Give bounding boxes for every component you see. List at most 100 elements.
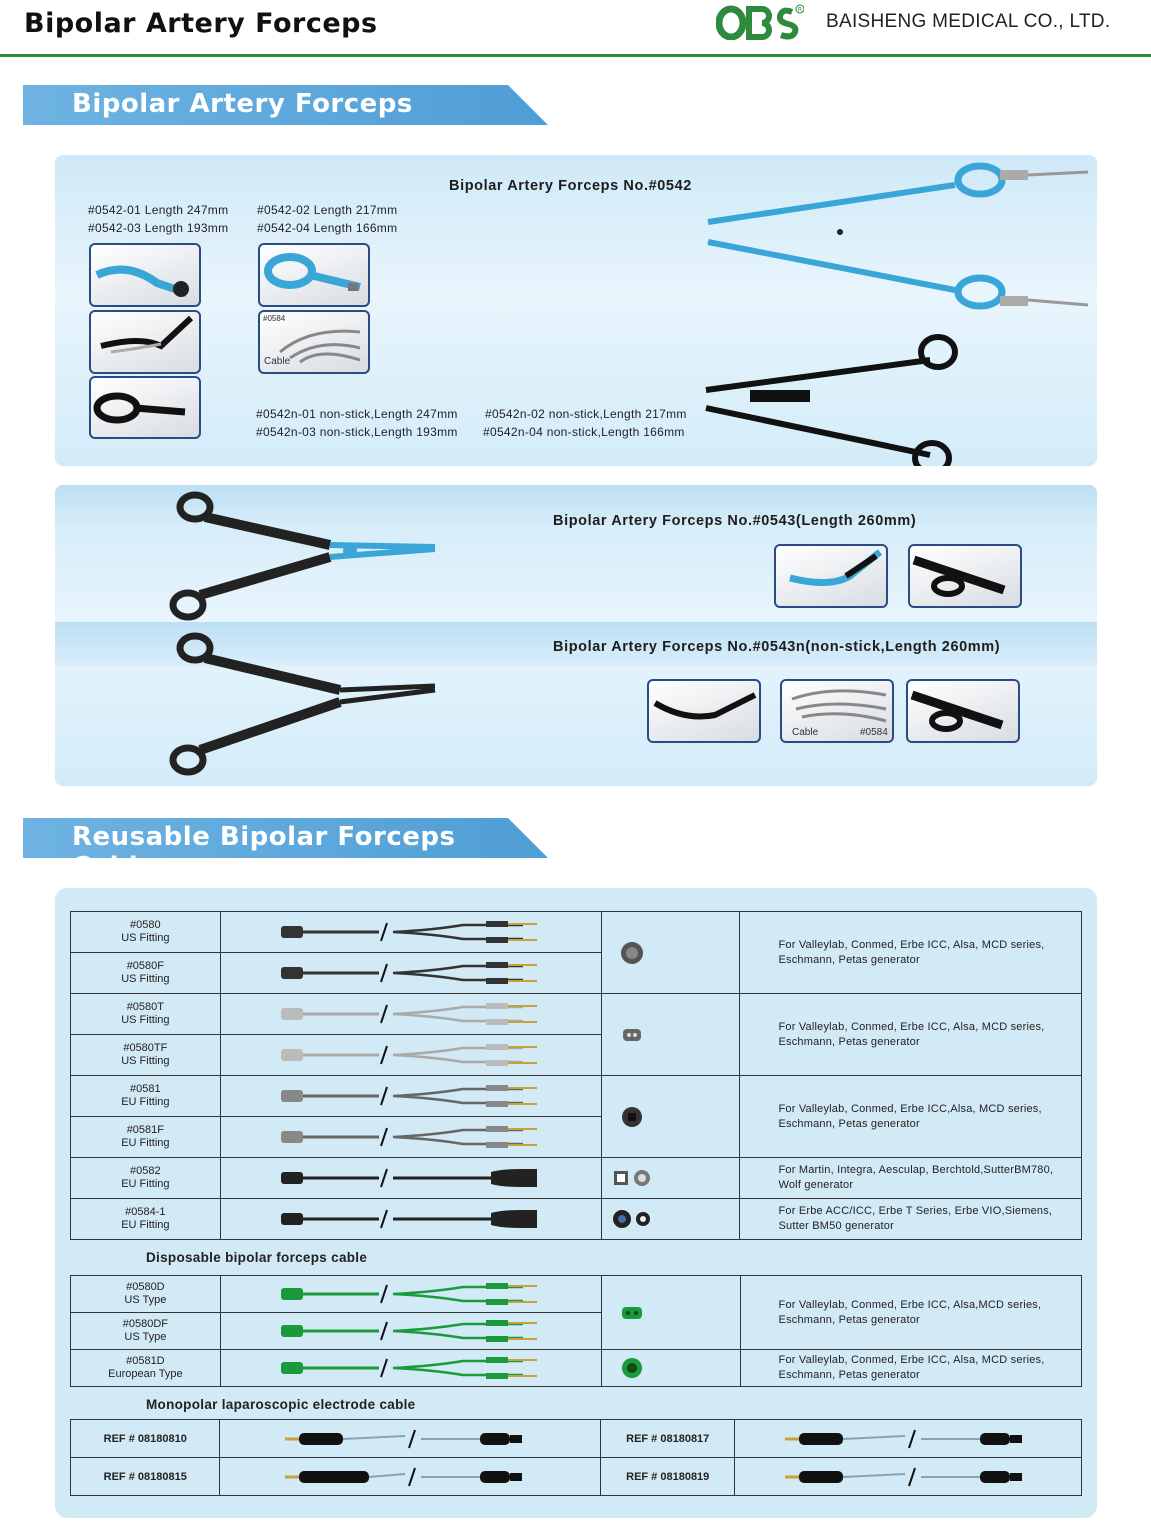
cable-fitting-type: European Type: [108, 1368, 183, 1380]
cable-caption-0543n: Cable: [792, 727, 819, 738]
compatibility-line: For Valleylab, Conmed, Erbe ICC, Alsa, M…: [778, 1354, 1045, 1366]
socket-icon: [622, 1028, 641, 1041]
cable-fitting-type: US Type: [124, 1294, 167, 1306]
thumb-0543n-cable: Cable #0584: [780, 679, 894, 743]
cable-fitting-type: US Type: [124, 1331, 167, 1343]
thumb-0543-tip: [774, 544, 888, 608]
spec-0542n-03: #0542n-03 non-stick,Length 193mm: [256, 425, 458, 439]
monopolar-heading: Monopolar laparoscopic electrode cable: [146, 1397, 416, 1412]
cable-fitting-type: US Fitting: [121, 1014, 170, 1026]
mono-cable-image: [219, 1419, 602, 1458]
section-banner-forceps: Bipolar Artery Forceps: [23, 85, 548, 125]
header-divider: [0, 54, 1151, 57]
cable-fitting-type: EU Fitting: [121, 1137, 170, 1149]
cable-illustration: [280, 962, 537, 984]
mono-ref-cell: REF # 08180819: [600, 1457, 735, 1496]
thumb-cable-0584: #0584 Cable: [258, 310, 370, 374]
cable-code: #0584-1: [125, 1206, 166, 1218]
cable-code: #0580T: [126, 1001, 164, 1013]
forceps-0543-illustration: [169, 491, 436, 621]
cable-code: #0580F: [126, 960, 164, 972]
compatibility-line: For Erbe ACC/ICC, Erbe T Series, Erbe VI…: [778, 1205, 1053, 1217]
product-title-0543n: Bipolar Artery Forceps No.#0543n(non-sti…: [553, 639, 1001, 655]
spec-0542-04: #0542-04 Length 166mm: [257, 221, 398, 235]
spec-0542n-04: #0542n-04 non-stick,Length 166mm: [483, 425, 685, 439]
company-name: BAISHENG MEDICAL CO., LTD.: [826, 11, 1111, 32]
compatibility-description: For Valleylab, Conmed, Erbe ICC, Alsa, M…: [739, 993, 1082, 1076]
cable-code: #0581F: [126, 1124, 164, 1136]
mono-ref-cell: REF # 08180817: [600, 1419, 735, 1458]
cable-illustration: [280, 1126, 537, 1148]
compatibility-line: For Valleylab, Conmed, Erbe ICC, Alsa, M…: [778, 938, 1045, 951]
obs-logo: R: [716, 4, 804, 40]
cable-fitting-type: US Fitting: [121, 1055, 170, 1067]
compatibility-line: Eschmann, Petas generator: [778, 1369, 920, 1381]
cable-illustration: [280, 1003, 537, 1025]
cable-illustration: [280, 1320, 537, 1342]
cable-code: #0580DF: [122, 1318, 168, 1330]
cable-illustration: [280, 921, 537, 943]
socket-icon: [620, 941, 643, 964]
cable-fitting-type: EU Fitting: [121, 1096, 170, 1108]
cable-illustration: [280, 1168, 537, 1188]
forceps-0542n-black-illustration: [705, 334, 958, 466]
mono-cable-image: [733, 1419, 1083, 1458]
compatibility-description: For Valleylab, Conmed, Erbe ICC, Alsa,MC…: [739, 1275, 1083, 1350]
cable-code: #0580D: [126, 1281, 165, 1293]
mono-cable-image: [733, 1457, 1083, 1496]
compatibility-line: Wolf generator: [778, 1179, 854, 1191]
product-title-0542: Bipolar Artery Forceps No.#0542: [449, 178, 692, 194]
compatibility-line: Eschmann, Petas generator: [778, 1313, 920, 1326]
thumb-black-tip: [89, 310, 201, 374]
cable-fitting-type: EU Fitting: [121, 1178, 170, 1190]
page-header: Bipolar Artery Forceps R BAISHENG MEDICA…: [0, 0, 1151, 58]
mono-cable-image: [219, 1457, 602, 1496]
cable-illustration: [280, 1357, 537, 1379]
thumb-0543-handle: [908, 544, 1022, 608]
cable-code: #0581D: [126, 1355, 165, 1367]
mono-ref-cell: REF # 08180815: [69, 1457, 221, 1496]
spec-0542n-02: #0542n-02 non-stick,Length 217mm: [485, 407, 687, 421]
cable-fitting-type: US Fitting: [121, 973, 170, 985]
socket-icon: [612, 1210, 650, 1228]
forceps-0543n-illustration: [169, 632, 436, 776]
compatibility-line: For Valleylab, Conmed, Erbe ICC, Alsa, M…: [778, 1020, 1045, 1033]
compatibility-line: Sutter BM50 generator: [778, 1220, 894, 1232]
cable-code-0543n: #0584: [860, 727, 888, 738]
product-title-0543: Bipolar Artery Forceps No.#0543(Length 2…: [553, 513, 917, 529]
spec-0542-02: #0542-02 Length 217mm: [257, 203, 398, 217]
cable-code: #0581: [130, 1083, 161, 1095]
compatibility-description: For Valleylab, Conmed, Erbe ICC, Alsa, M…: [739, 1349, 1083, 1387]
cable-code-label: #0584: [263, 314, 286, 323]
compatibility-line: For Valleylab, Conmed, Erbe ICC,Alsa, MC…: [778, 1102, 1042, 1115]
compatibility-line: Eschmann, Petas generator: [778, 1117, 920, 1130]
compatibility-line: For Valleylab, Conmed, Erbe ICC, Alsa,MC…: [778, 1298, 1042, 1311]
compatibility-line: For Martin, Integra, Aesculap, Berchtold…: [778, 1164, 1054, 1176]
spec-0542-01: #0542-01 Length 247mm: [88, 203, 229, 217]
mono-ref-cell: REF # 08180810: [69, 1419, 221, 1458]
cable-code: #0582: [130, 1165, 161, 1177]
socket-icon: [621, 1306, 642, 1319]
thumb-0543n-tip: [647, 679, 761, 743]
spec-0542-03: #0542-03 Length 193mm: [88, 221, 229, 235]
thumb-blue-ring: [258, 243, 370, 307]
cable-fitting-type: US Fitting: [121, 932, 170, 944]
